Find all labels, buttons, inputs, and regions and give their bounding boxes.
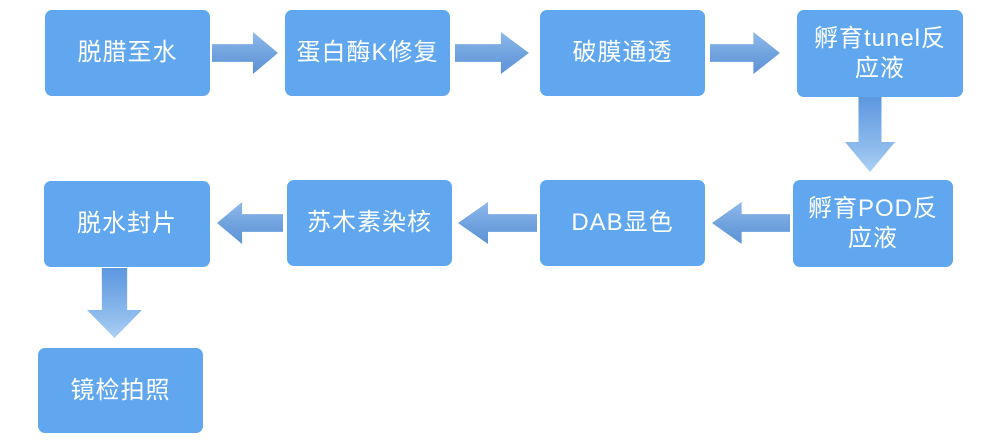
flow-arrow-left-icon	[217, 202, 283, 244]
step-label: 镜检拍照	[70, 376, 171, 404]
flow-arrow-left-icon	[458, 202, 537, 244]
flow-arrow-right-icon	[212, 32, 278, 74]
step-box-dab-staining: DAB显色	[540, 180, 705, 266]
flow-arrow-down-icon	[845, 97, 895, 172]
step-label: 孵育POD反 应液	[807, 194, 938, 252]
step-box-dehydrate-mount: 脱水封片	[44, 181, 210, 267]
step-label: 脱腊至水	[77, 39, 178, 66]
step-box-proteinase-k: 蛋白酶K修复	[285, 10, 450, 96]
flow-arrow-right-icon	[710, 32, 780, 74]
step-label: 蛋白酶K修复	[296, 39, 439, 66]
flow-arrow-down-icon	[87, 268, 142, 338]
step-label: 脱水封片	[77, 210, 177, 237]
step-box-hematoxylin: 苏木素染核	[287, 180, 452, 266]
step-box-permeabilization: 破膜通透	[540, 10, 705, 96]
step-label: 孵育tunel反 应液	[813, 24, 947, 82]
flow-arrow-right-icon	[455, 32, 529, 74]
step-box-tunel-incubation: 孵育tunel反 应液	[797, 10, 963, 97]
step-label: DAB显色	[571, 209, 674, 236]
step-box-dewax: 脱腊至水	[45, 10, 210, 96]
flow-arrow-left-icon	[712, 202, 790, 244]
step-box-pod-incubation: 孵育POD反 应液	[793, 180, 953, 267]
step-label: 苏木素染核	[307, 209, 432, 236]
step-box-microscopy: 镜检拍照	[38, 348, 203, 433]
step-label: 破膜通透	[572, 39, 673, 66]
